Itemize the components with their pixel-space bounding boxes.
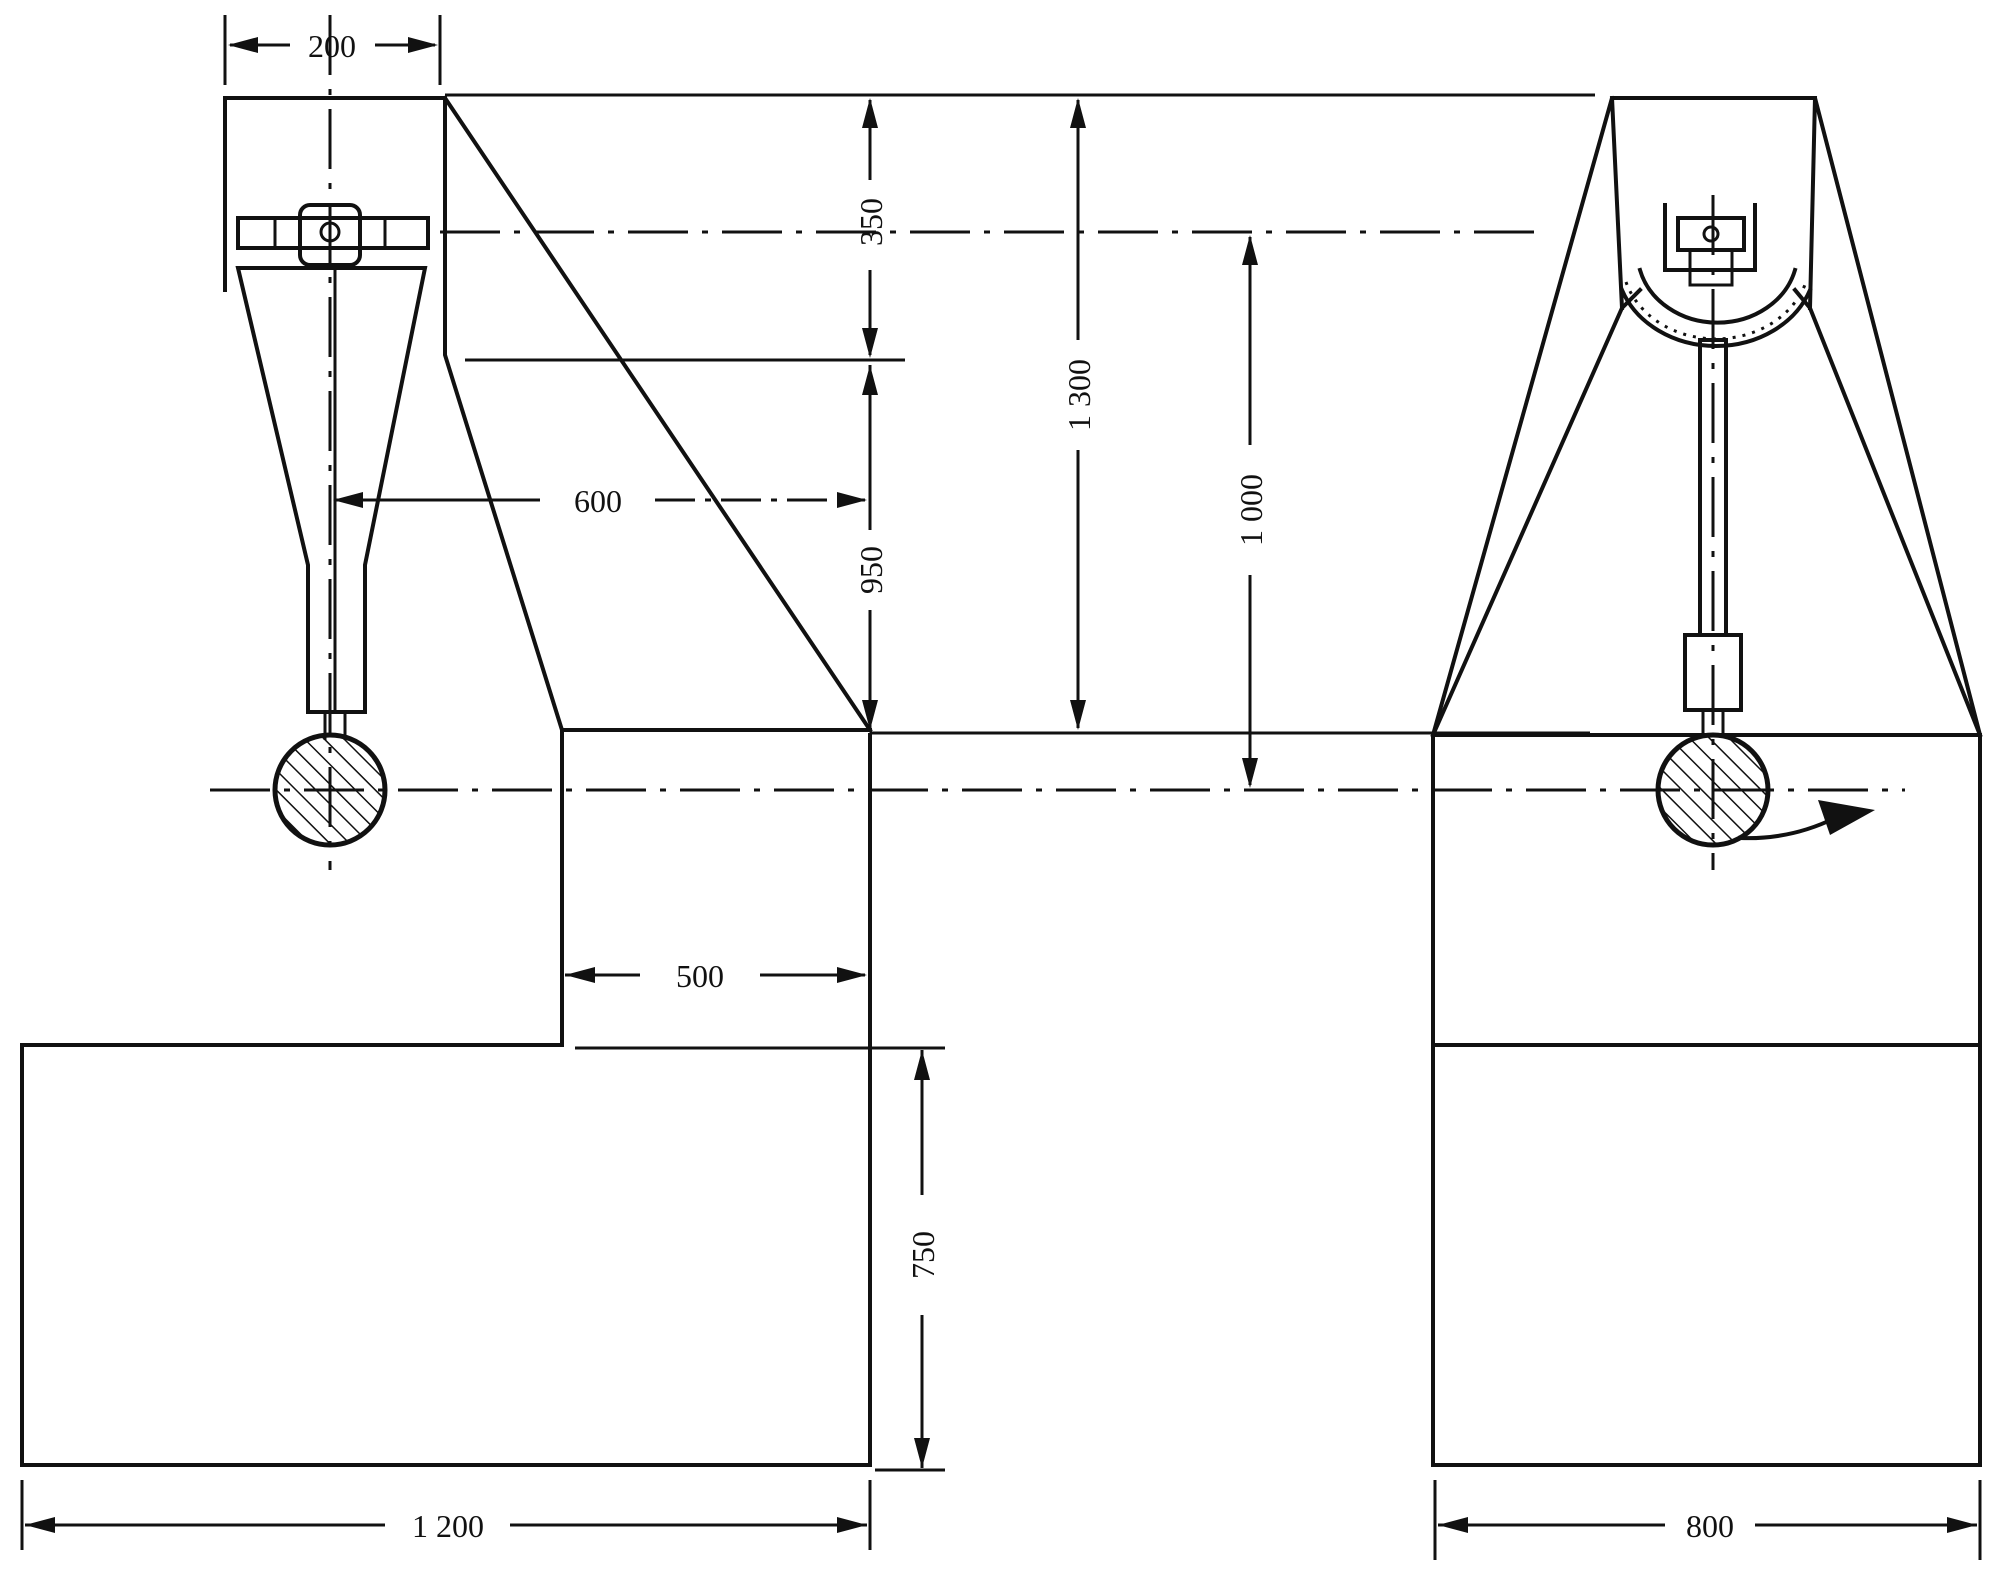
dimension-800: 800 (1433, 1480, 1982, 1560)
dimension-1300: 1 300 (1061, 98, 1097, 730)
dimension-600: 600 (333, 483, 867, 519)
dim-text-1300: 1 300 (1061, 359, 1097, 431)
rotation-arrow-head (1818, 800, 1875, 835)
right-base-box (1431, 1043, 1982, 1467)
right-inner-leg-right (1792, 287, 1983, 738)
dim-text-500: 500 (676, 958, 724, 994)
dimension-950: 950 (853, 365, 889, 730)
dim-text-950: 950 (853, 546, 889, 594)
dim-text-200: 200 (308, 28, 356, 64)
left-base-top-edge (20, 728, 872, 1047)
left-head-box (223, 96, 447, 292)
right-head-clamp (1663, 203, 1757, 287)
dimension-1200: 1 200 (20, 1480, 872, 1550)
dim-text-350: 350 (853, 198, 889, 246)
dim-text-750: 750 (905, 1231, 941, 1279)
dimension-350: 350 (853, 98, 889, 358)
left-column-inner-edge (443, 96, 565, 733)
right-frame (1430, 95, 1983, 1467)
dimension-1000: 1 000 (1233, 235, 1269, 788)
dimension-200: 200 (223, 15, 442, 85)
dim-text-1000: 1 000 (1233, 474, 1269, 546)
left-pendulum-arm (235, 266, 428, 714)
dim-text-1200: 1 200 (412, 1508, 484, 1544)
left-frame (20, 95, 873, 1467)
dim-text-600: 600 (574, 483, 622, 519)
right-outer-legs (1430, 96, 1983, 738)
right-graduated-arc (1619, 267, 1813, 348)
dimension-750: 750 (905, 1050, 941, 1468)
left-clamp (236, 203, 430, 267)
dimension-500: 500 (565, 958, 867, 994)
dim-text-800: 800 (1686, 1508, 1734, 1544)
left-diagonal-brace (442, 95, 873, 733)
left-base-outline (20, 733, 872, 1467)
center-lines (210, 15, 1905, 1472)
right-inner-leg-left (1430, 287, 1643, 738)
